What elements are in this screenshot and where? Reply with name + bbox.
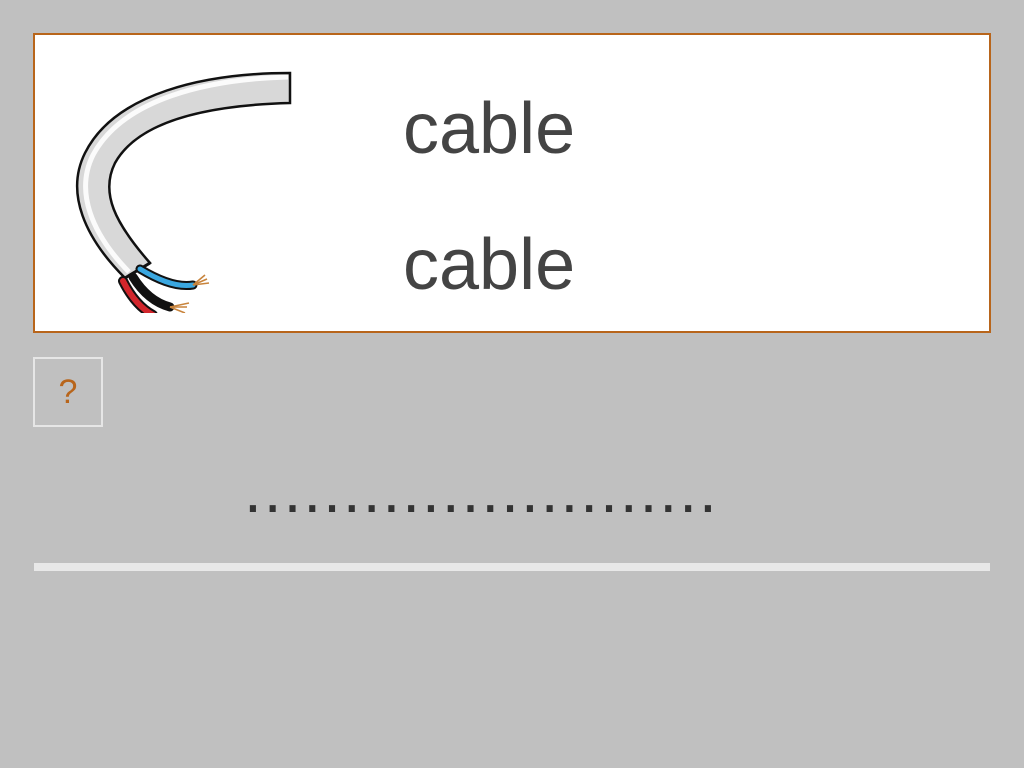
word-card: cable cable xyxy=(33,33,991,333)
card-word-1: cable xyxy=(403,89,576,169)
card-word-2: cable xyxy=(403,225,576,305)
hint-button[interactable]: ? xyxy=(33,357,103,427)
answer-blank[interactable]: ........................ xyxy=(244,454,719,526)
answer-underline xyxy=(34,563,990,571)
electrical-cable-icon xyxy=(76,71,292,313)
